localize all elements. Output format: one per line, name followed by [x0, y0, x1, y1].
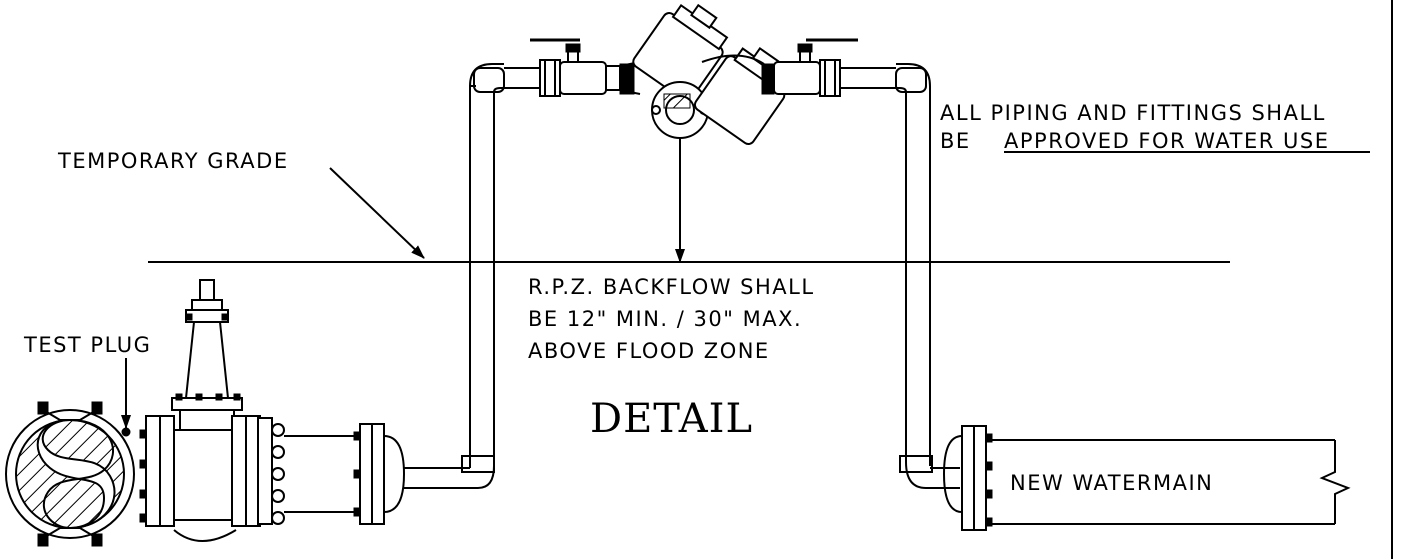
new-watermain-pipe	[986, 439, 1351, 525]
grade-leader	[329, 167, 425, 259]
test-plug-label: TEST PLUG	[23, 333, 151, 357]
rpz-note-line2: BE 12" MIN. / 30" MAX.	[528, 307, 802, 331]
flange-adapter	[353, 423, 406, 525]
test-plug-icon	[121, 427, 131, 437]
detail-title: DETAIL	[590, 396, 753, 442]
top-pipe-left	[504, 59, 561, 97]
piping-note-line2: BE APPROVED FOR WATER USE	[940, 129, 1329, 153]
right-riser-pipe	[840, 63, 960, 489]
piping-note-approved: APPROVED FOR WATER USE	[1004, 129, 1329, 153]
temporary-grade-label: TEMPORARY GRADE	[57, 149, 289, 173]
tapping-sleeve	[5, 401, 135, 547]
rpz-note-line3: ABOVE FLOOD ZONE	[528, 339, 770, 363]
rpz-backflow-assembly	[619, 3, 790, 146]
piping-note-prefix: BE	[940, 129, 979, 153]
tapping-valve	[139, 279, 267, 542]
mechanical-joint	[257, 417, 360, 525]
piping-note-line1: ALL PIPING AND FITTINGS SHALL	[940, 101, 1326, 125]
new-watermain-label: NEW WATERMAIN	[1010, 471, 1213, 495]
rpz-note-line1: R.P.Z. BACKFLOW SHALL	[528, 275, 815, 299]
left-riser-pipe	[404, 63, 505, 489]
watermain-flange	[942, 425, 993, 531]
right-ball-valve	[773, 38, 858, 97]
